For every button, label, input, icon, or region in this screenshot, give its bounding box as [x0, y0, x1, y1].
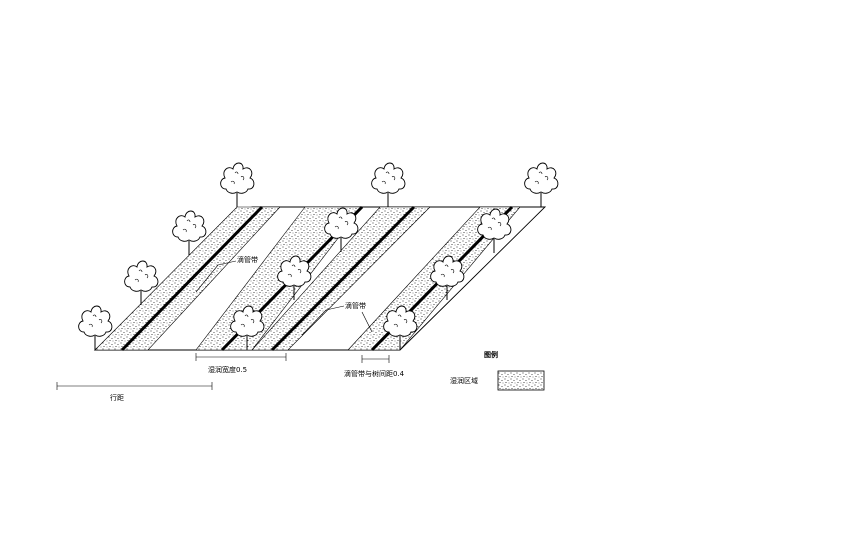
drip-tape-label-1: 滴管带 [237, 255, 258, 264]
drip-tape-label-2: 滴管带 [345, 301, 366, 310]
legend-title: 图例 [484, 350, 498, 359]
row-spacing-dimension [56, 382, 213, 390]
tree-icon [524, 162, 559, 208]
legend-wetted-swatch [497, 370, 545, 391]
tree-icon [371, 162, 406, 208]
wetted-strip-1 [94, 206, 281, 351]
wetted-width-label: 湿润宽度0.5 [208, 365, 247, 374]
wetted-width-dimension [195, 353, 287, 361]
drip-tape-leader-1 [195, 260, 237, 293]
drip-tape-line-3 [270, 205, 416, 352]
drip-tape-leader-2 [301, 305, 345, 336]
row-spacing-label: 行距 [110, 393, 124, 402]
tree-icon [220, 162, 255, 208]
legend: 图例 湿润区域 [450, 350, 545, 391]
legend-wetted-label: 湿润区域 [450, 376, 478, 385]
tape-spacing-dimension [361, 355, 390, 363]
drip-tape-line-1 [120, 205, 264, 352]
drip-tape-leader-2b [361, 311, 373, 333]
tape-spacing-label: 滴管带与树间距0.4 [344, 369, 405, 378]
